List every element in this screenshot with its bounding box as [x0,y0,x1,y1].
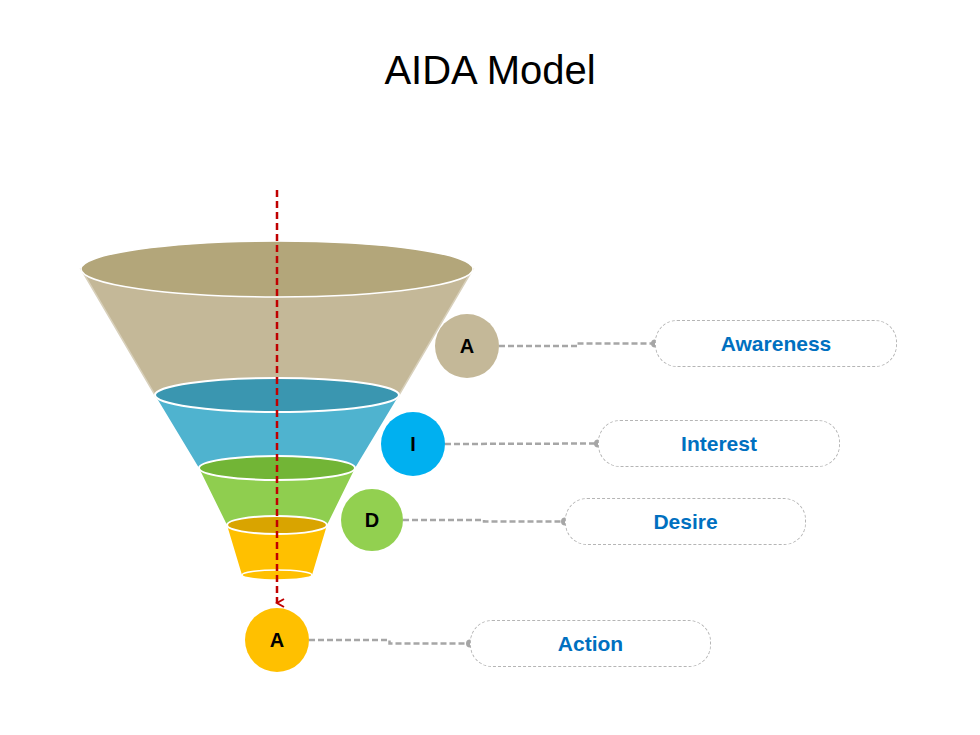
stage-letter: A [270,629,284,652]
stage-letter: A [460,335,474,358]
stage-label-box: Action [470,620,711,667]
stage-letter: I [410,433,416,456]
stage-label-box: Desire [565,498,806,545]
flow-arrow [276,190,279,603]
diagram-title: AIDA Model [0,48,980,93]
stage-circle: I [381,412,445,476]
stage-circle: A [245,608,309,672]
stage-name: Desire [653,510,717,534]
leader-line [309,640,474,648]
stage-label-box: Interest [598,420,840,467]
stage-name: Action [558,632,623,656]
leader-line [403,518,569,526]
leader-line [499,340,659,348]
stage-label-box: Awareness [655,320,897,367]
stage-name: Interest [681,432,757,456]
stage-name: Awareness [721,332,832,356]
leader-line [445,440,602,448]
stage-circle: D [341,489,403,551]
stage-circle: A [435,314,499,378]
stage-letter: D [365,509,379,532]
